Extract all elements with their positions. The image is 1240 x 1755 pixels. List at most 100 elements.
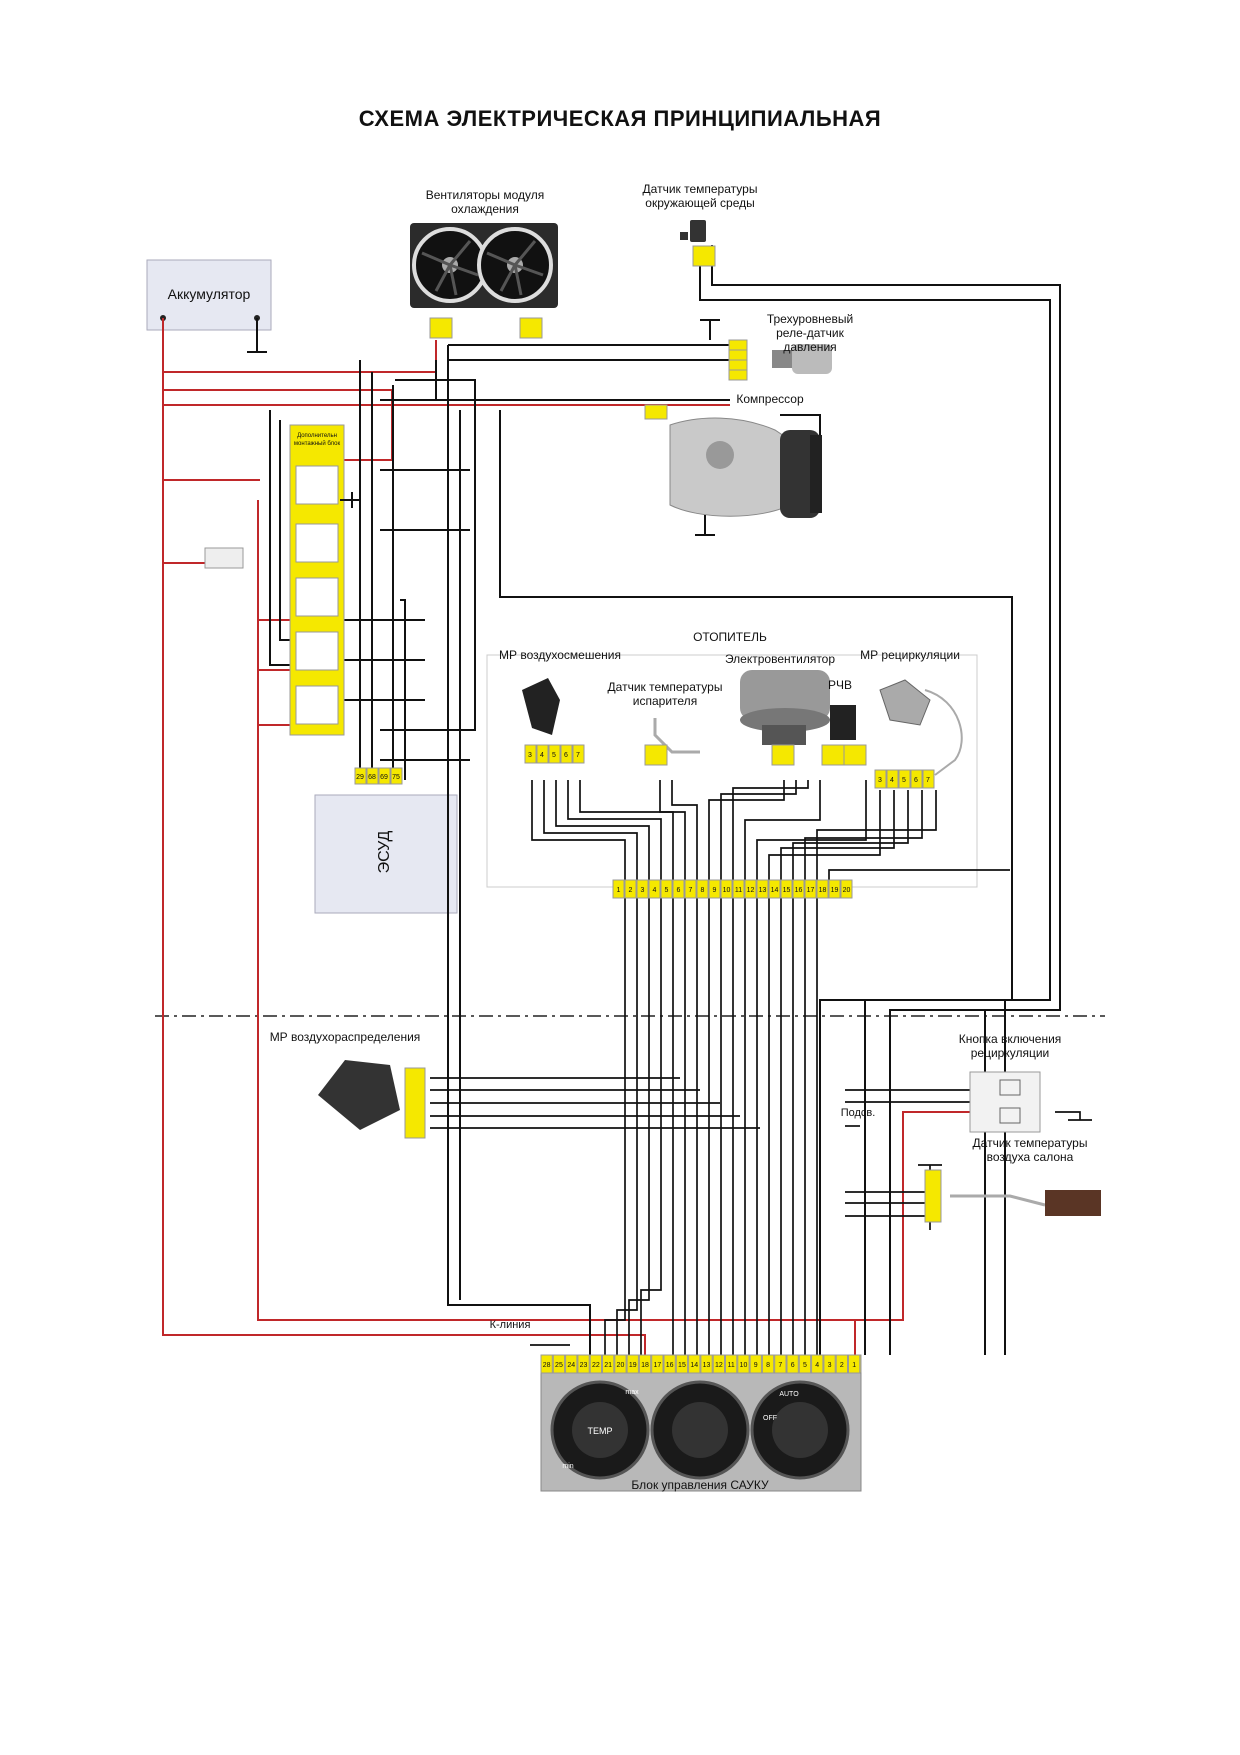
heater-pin-box [804, 879, 817, 899]
heater-pin-box [792, 879, 805, 899]
control-pin: 5 [803, 1362, 807, 1369]
recirc-pin: 6 [914, 777, 918, 784]
blower-graphic [740, 670, 830, 766]
control-pin: 28 [543, 1362, 551, 1369]
compressor-label: Компрессор [736, 392, 804, 406]
pressure-switch-label: Трехуровневый реле-датчик давления [766, 312, 854, 354]
battery-box [146, 259, 272, 331]
knob-min-label: min [562, 1463, 574, 1470]
recirc-button-graphic [969, 1071, 1041, 1133]
distrib-actuator-label: МР воздухораспределения [269, 1030, 421, 1044]
ecu-box [314, 794, 458, 914]
control-pin: 6 [791, 1362, 795, 1369]
control-pin-box [540, 1354, 553, 1374]
heater-pin-box [732, 879, 745, 899]
heater-pin: 2 [629, 887, 633, 894]
mix-pin: 5 [552, 752, 556, 759]
compressor-graphic [644, 404, 822, 536]
fans-label: Вентиляторы модуля охлаждения [425, 188, 545, 216]
knob-max-label: max [625, 1389, 639, 1396]
recirc-button-label: Кнопка включения рециркуляции [958, 1032, 1062, 1060]
control-pin: 3 [828, 1362, 832, 1369]
ecu-connector: 29 68 69 75 [354, 767, 403, 785]
control-pin-box [774, 1354, 787, 1374]
cabin-sensor-graphic [924, 1169, 1101, 1223]
control-pin: 20 [617, 1362, 625, 1369]
control-pin-box [602, 1354, 615, 1374]
control-pin-box [749, 1354, 762, 1374]
heater-pin: 19 [831, 887, 839, 894]
control-pin-box [589, 1354, 603, 1374]
heater-pin: 3 [641, 887, 645, 894]
control-pin: 22 [592, 1362, 600, 1369]
lower-harness [604, 895, 818, 1355]
control-pin: 12 [715, 1362, 723, 1369]
red-wires [162, 318, 985, 1355]
control-pin: 8 [766, 1362, 770, 1369]
cooling-fans-graphic [410, 223, 558, 308]
mix-actuator-graphic: 3 4 5 6 7 [522, 678, 585, 764]
recirc-pin: 7 [926, 777, 930, 784]
control-pin: 2 [840, 1362, 844, 1369]
control-pin-box [688, 1354, 701, 1374]
recirc-actuator-label: МР рециркуляции [860, 648, 960, 662]
heater-pin: 6 [677, 887, 681, 894]
k-line-label: К-линия [489, 1319, 531, 1331]
recirc-pin: 5 [902, 777, 906, 784]
ambient-sensor-graphic [680, 220, 706, 242]
control-pin-box [700, 1354, 713, 1374]
heater-pin: 13 [759, 887, 767, 894]
control-pin-box [835, 1354, 849, 1374]
fuse-graphic [204, 547, 244, 569]
ecu-pin: 29 [356, 774, 364, 781]
control-pin: 10 [740, 1362, 748, 1369]
heater-label: ОТОПИТЕЛЬ [693, 630, 767, 644]
mix-pin: 7 [576, 752, 580, 759]
heater-pin: 18 [819, 887, 827, 894]
heater-pin-box [840, 879, 853, 899]
heater-pin: 17 [807, 887, 815, 894]
control-pin-box [663, 1354, 676, 1374]
control-pin: 9 [754, 1362, 758, 1369]
control-pin-box [638, 1354, 652, 1374]
mix-pin: 6 [564, 752, 568, 759]
heater-pin-box [816, 879, 829, 899]
mix-pin: 4 [540, 752, 544, 759]
heater-pin-box [768, 879, 781, 899]
control-pin-box [798, 1354, 812, 1374]
heater-pin-box [720, 879, 733, 899]
temp-knob-label: TEMP [587, 1426, 613, 1436]
control-pin-box [577, 1354, 590, 1374]
heater-pin-box [672, 879, 685, 899]
distrib-actuator-graphic [318, 1060, 426, 1139]
rchv-graphic [821, 705, 867, 766]
heater-harness [531, 780, 1010, 880]
heater-pin: 9 [713, 887, 717, 894]
control-pin-box [725, 1354, 738, 1374]
pressure-switch-graphic [700, 319, 832, 381]
evap-sensor-label: Датчик температуры испарителя [607, 680, 723, 708]
control-pin: 16 [666, 1362, 674, 1369]
control-pin-box [651, 1354, 664, 1374]
ecu-pin: 69 [380, 774, 388, 781]
recirc-pin: 3 [878, 777, 882, 784]
control-pin: 25 [555, 1362, 563, 1369]
control-pin-box [848, 1354, 861, 1374]
heater-pin: 8 [701, 887, 705, 894]
heater-pin-box [744, 879, 757, 899]
heater-pin: 14 [771, 887, 779, 894]
ecu-pin: 68 [368, 774, 376, 781]
control-pin: 4 [815, 1362, 819, 1369]
control-pin: 19 [629, 1362, 637, 1369]
heater-pin-box [684, 879, 697, 899]
control-unit-label: Блок управления САУКУ [631, 1478, 769, 1492]
heater-pin-box [612, 879, 625, 899]
control-pin: 17 [653, 1362, 661, 1369]
mix-actuator-label: МР воздухосмешения [499, 648, 621, 662]
control-pin-box [675, 1354, 689, 1374]
knob-off-label: OFF [763, 1415, 777, 1422]
control-pin-box [823, 1354, 836, 1374]
heater-pin: 5 [665, 887, 669, 894]
blower-label: Электровентилятор [724, 652, 836, 666]
